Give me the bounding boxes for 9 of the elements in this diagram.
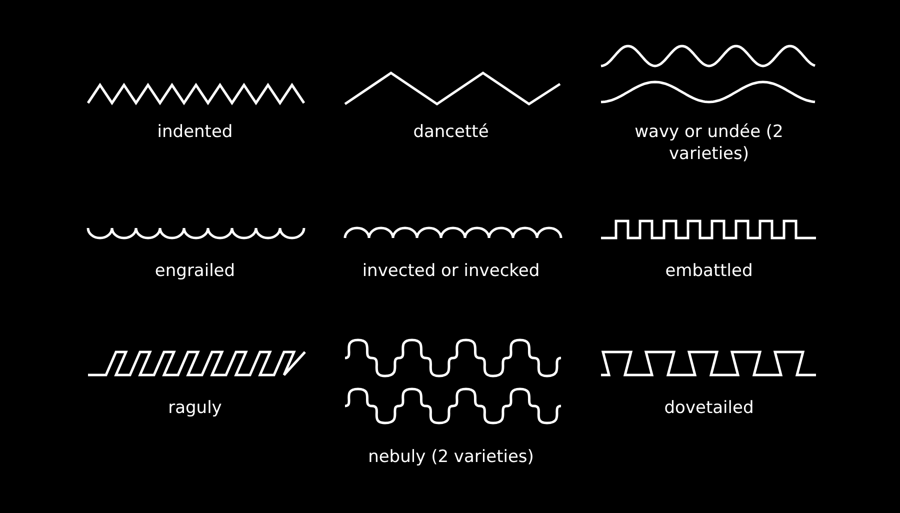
line-name: nebuly (2 varieties) <box>367 446 535 468</box>
line-name: wavy or undée (2 varieties) <box>634 121 784 165</box>
line-name: raguly <box>167 397 223 419</box>
line-name: dovetailed <box>663 397 755 419</box>
line-name: dancetté <box>412 121 490 143</box>
line-name: engrailed <box>154 260 236 282</box>
line-name: embattled <box>664 260 754 282</box>
line-name: invected or invecked <box>361 260 541 282</box>
line-name: indented <box>156 121 234 143</box>
